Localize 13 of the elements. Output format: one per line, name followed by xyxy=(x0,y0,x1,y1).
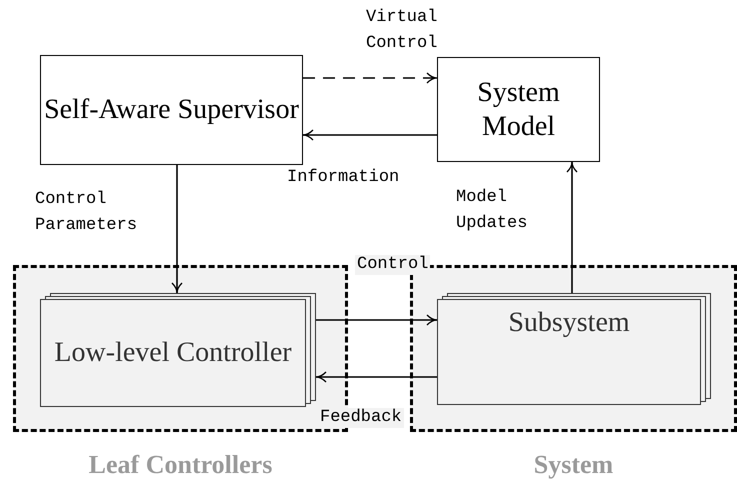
box-label: Subsystem xyxy=(508,306,630,340)
box-label: Low-level Controller xyxy=(54,336,292,370)
group-heading: Leaf Controllers xyxy=(88,450,274,480)
edge-label: Model Updates xyxy=(456,187,528,235)
edge-label: Control Parameters xyxy=(35,189,138,237)
group-heading: System xyxy=(532,450,614,480)
process-box xyxy=(437,57,600,162)
edge-label: Information xyxy=(287,167,400,189)
process-box xyxy=(40,55,303,165)
box-label: Self-Aware Supervisor xyxy=(44,93,299,127)
edge-label: Virtual Control xyxy=(366,7,438,55)
box-label: System Model xyxy=(476,76,561,144)
edge-label: Control xyxy=(355,255,430,275)
